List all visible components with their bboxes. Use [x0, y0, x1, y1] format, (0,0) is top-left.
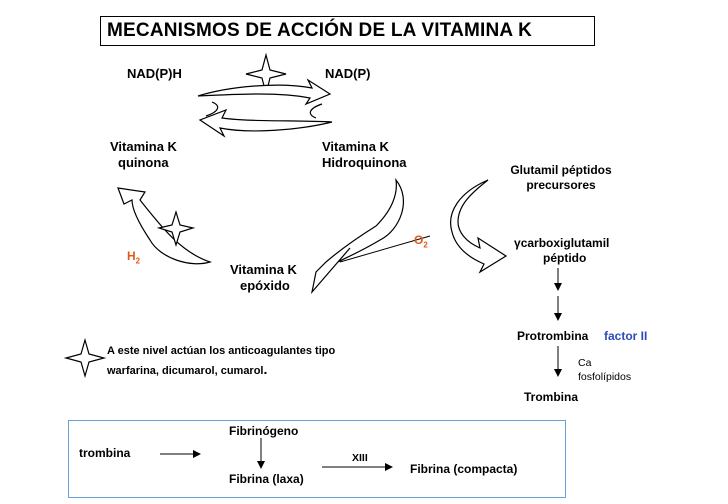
phospholipid-label: fosfolípidos	[578, 371, 632, 383]
reduction-arrow-upper	[197, 78, 332, 106]
fibrinogeno-label: Fibrinógeno	[229, 424, 299, 438]
calcium-label: Ca	[578, 357, 592, 369]
reduction-arrow-lower	[198, 108, 333, 138]
reduction-arrow-link-2	[309, 103, 323, 119]
four-point-star-icon	[156, 209, 196, 248]
legend-line-2: warfarina, dicumarol, cumarol.	[107, 361, 268, 377]
reduction-arrow-link	[205, 101, 219, 117]
right-cycle-arrow	[310, 177, 405, 295]
coagulation-cascade-box	[68, 420, 566, 498]
hidroquinona-label-1: Vitamina K	[322, 139, 389, 154]
quinona-label-2: quinona	[118, 155, 169, 170]
nadph-label: NAD(P)H	[127, 66, 182, 81]
title-box: MECANISMOS DE ACCIÓN DE LA VITAMINA K	[100, 16, 595, 46]
fibrina-compacta-label: Fibrina (compacta)	[410, 462, 518, 476]
left-cycle-arrow	[117, 187, 212, 265]
factor-xiii-label: XIII	[352, 452, 368, 464]
legend-line-1: A este nivel actúan los anticoagulantes …	[107, 345, 336, 357]
precursor-label-1: Glutamil péptidos	[510, 163, 612, 177]
carboxylation-arrow	[450, 179, 508, 274]
epoxido-label-2: epóxido	[240, 278, 290, 293]
nadp-label: NAD(P)	[325, 66, 371, 81]
epoxido-label-1: Vitamina K	[230, 262, 297, 277]
hidroquinona-label-2: Hidroquinona	[322, 155, 407, 170]
factor-ii-label: factor II	[604, 329, 648, 343]
trombina-cascade-label: trombina	[79, 446, 131, 460]
quinona-label-1: Vitamina K	[110, 139, 177, 154]
protrombina-label: Protrombina	[517, 329, 589, 343]
page-title: MECANISMOS DE ACCIÓN DE LA VITAMINA K	[107, 20, 533, 41]
gamma-product-label: γcarboxiglutamil	[514, 236, 610, 250]
o2-label: O2	[414, 233, 428, 250]
precursor-label-2: precursores	[526, 178, 596, 192]
o2-side-line	[339, 235, 431, 263]
h2-label: H2	[127, 249, 141, 266]
four-point-star-icon	[63, 337, 107, 379]
product-label-2: péptido	[543, 251, 587, 265]
fibrina-laxa-label: Fibrina (laxa)	[229, 472, 304, 486]
trombina-label: Trombina	[524, 390, 579, 404]
